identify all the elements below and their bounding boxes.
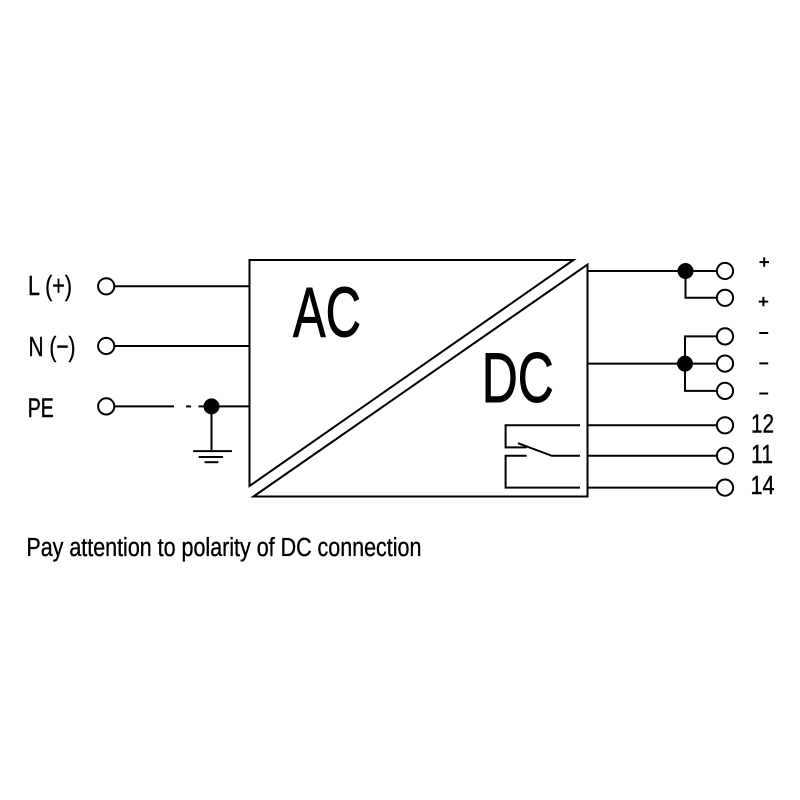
svg-text:14: 14 (751, 470, 775, 500)
svg-text:L (+): L (+) (28, 270, 72, 301)
svg-text:PE: PE (28, 393, 54, 423)
svg-text:12: 12 (751, 409, 774, 439)
svg-text:DC: DC (482, 338, 554, 417)
svg-text:Pay attention to polarity of D: Pay attention to polarity of DC connecti… (26, 532, 421, 562)
svg-text:AC: AC (293, 273, 361, 352)
svg-text:11: 11 (751, 439, 773, 469)
svg-text:N (−): N (−) (29, 331, 76, 362)
